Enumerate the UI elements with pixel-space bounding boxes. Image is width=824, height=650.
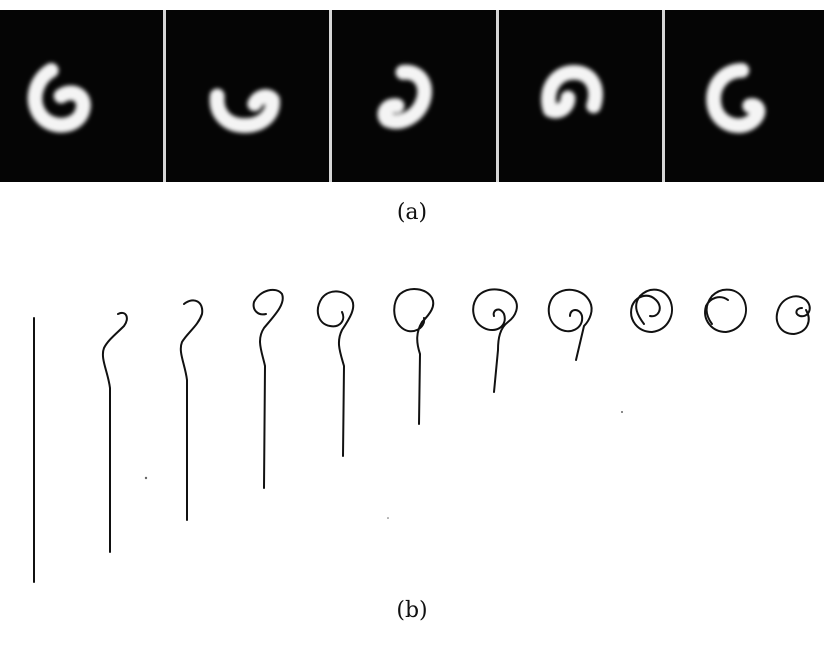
frame-2 — [165, 10, 333, 182]
curl-blob-5 — [706, 62, 766, 134]
curl-stage-3 — [179, 299, 204, 521]
frame-1 — [0, 10, 166, 182]
curl-blob-3 — [377, 64, 433, 129]
curl-stage-9 — [630, 288, 673, 333]
curl-stage-10 — [704, 288, 747, 333]
frame-5 — [665, 10, 824, 182]
curl-blob-4 — [541, 64, 603, 119]
scan-specks — [144, 411, 623, 519]
curl-stage-4 — [252, 288, 284, 489]
curl-stage-7 — [472, 288, 518, 393]
frame-3 — [332, 10, 499, 182]
curl-stage-2 — [101, 312, 128, 553]
caption-a: (a) — [396, 200, 428, 225]
caption-b: (b) — [396, 598, 428, 623]
panel-a-frames — [0, 10, 824, 182]
curl-blob-2 — [209, 88, 280, 133]
curl-stage-5 — [316, 290, 355, 457]
frame-4 — [498, 10, 666, 182]
curl-stage-6 — [393, 288, 435, 425]
panel-b-curl-sequence — [33, 288, 811, 583]
curl-blob-1 — [27, 62, 91, 133]
curl-stage-8 — [547, 288, 593, 361]
curl-stage-11 — [775, 295, 811, 335]
